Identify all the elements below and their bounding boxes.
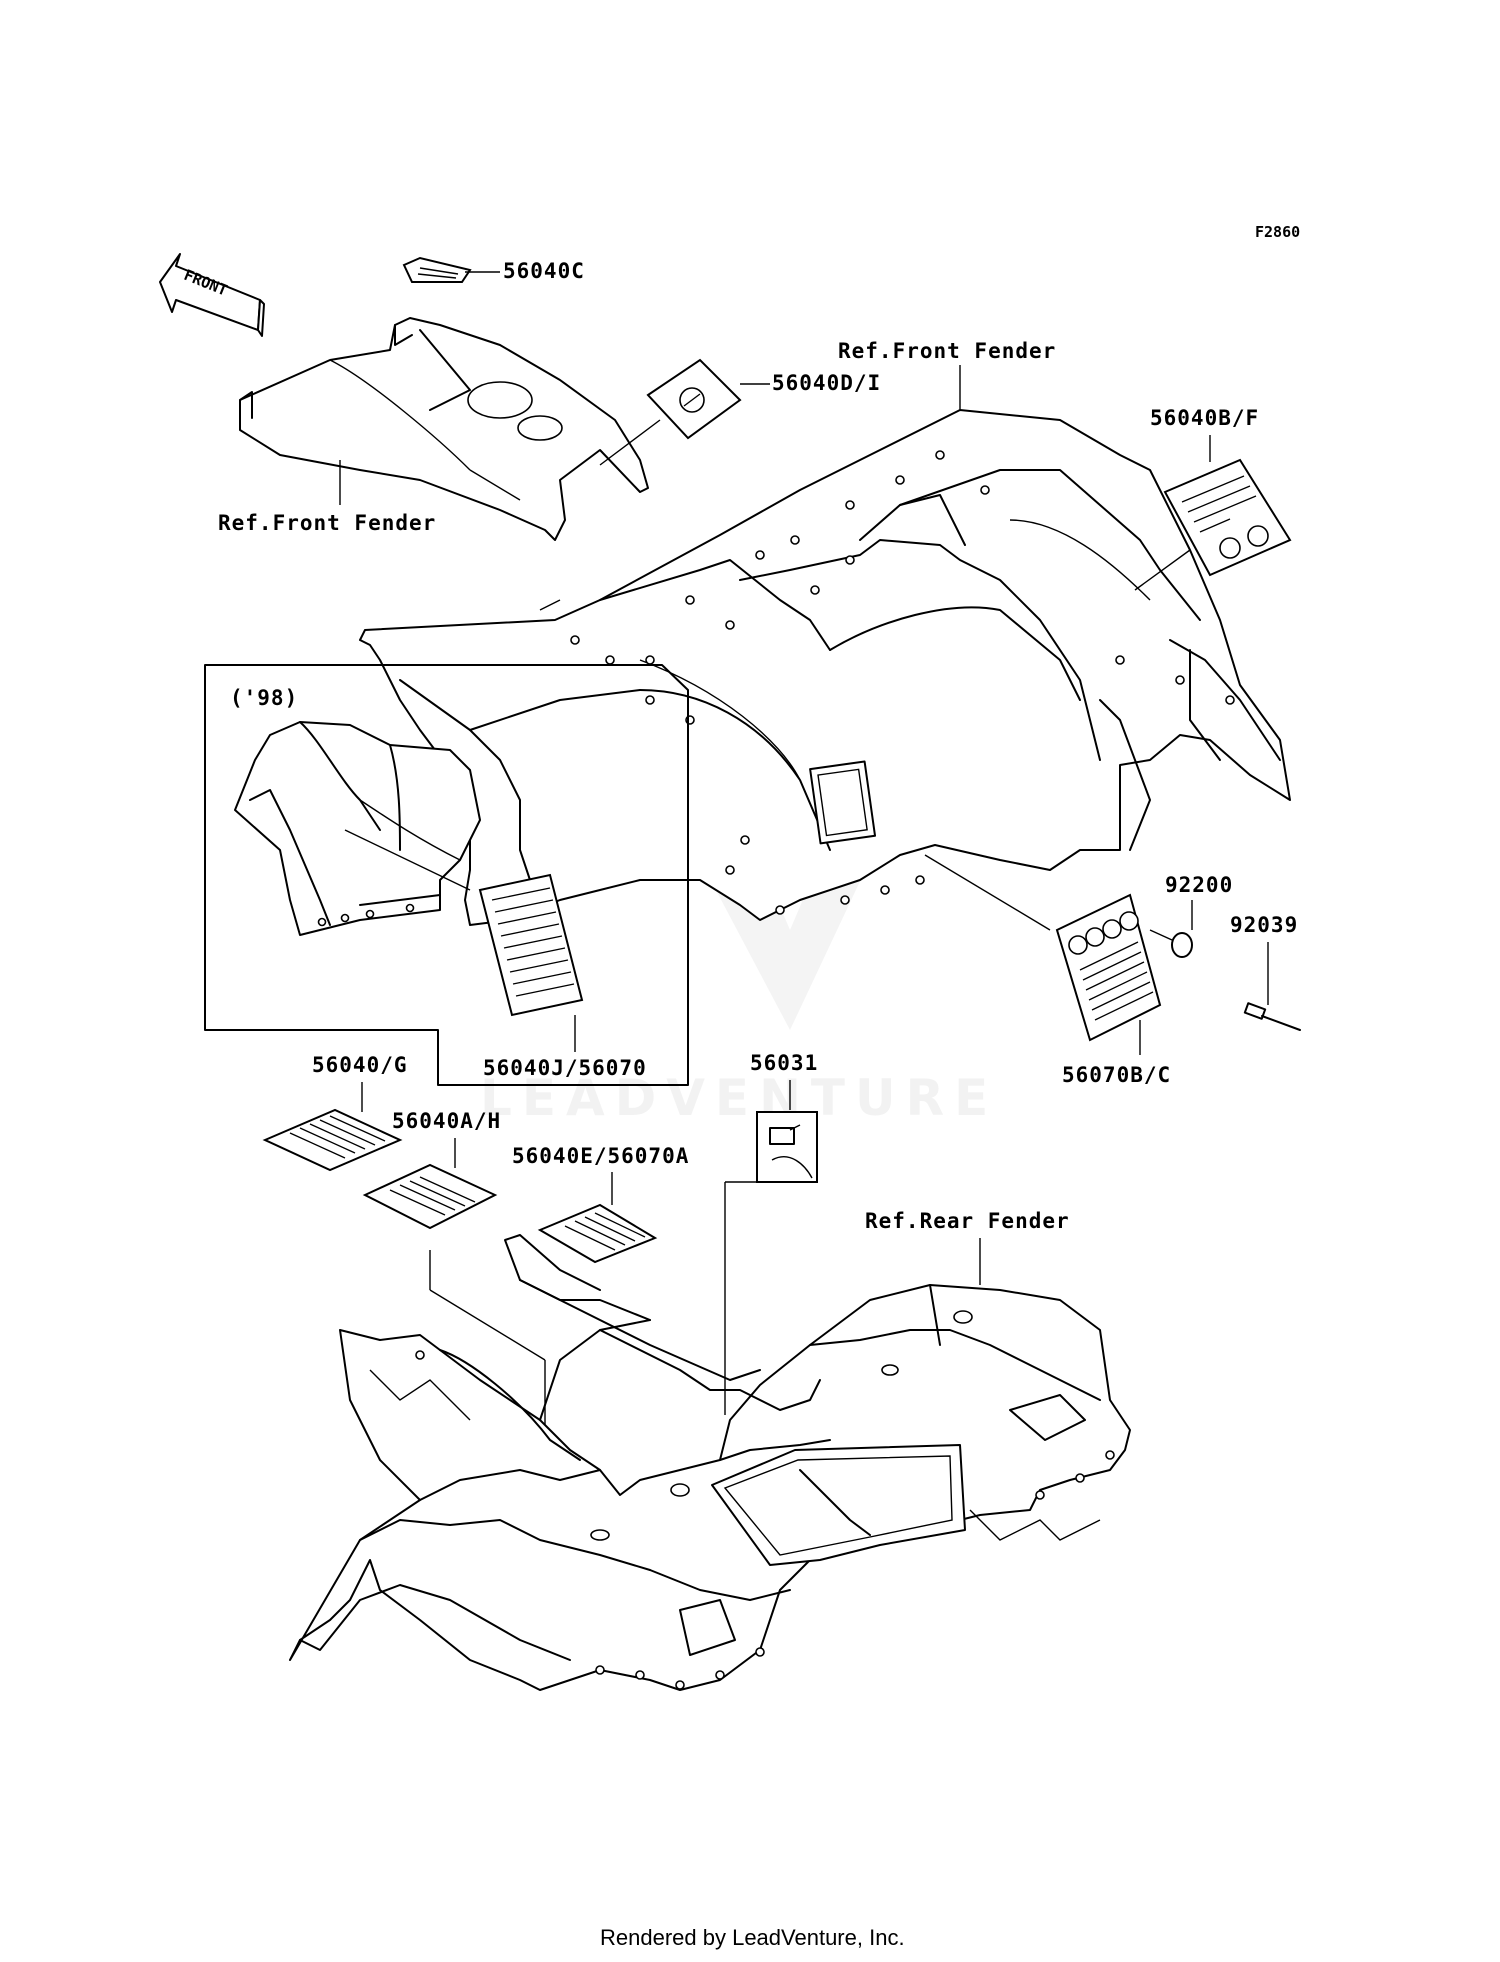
decal-56040D-I <box>646 358 742 440</box>
ref-front-fender-left: Ref.Front Fender <box>218 511 436 535</box>
rear-fender <box>289 1234 1131 1691</box>
decal-56040E-56070A <box>537 1203 658 1264</box>
callout-56040-G: 56040/G <box>312 1053 408 1077</box>
front-fender-mount-holes <box>570 450 1235 915</box>
decal-56040J-56070 <box>478 873 584 1017</box>
callout-56040E-56070A: 56040E/56070A <box>512 1144 689 1168</box>
callout-56040J-56070: 56040J/56070 <box>483 1056 647 1080</box>
decal-56040-G <box>262 1108 403 1172</box>
callout-56040B-F: 56040B/F <box>1150 406 1259 430</box>
decal-56040C <box>402 256 472 283</box>
callout-92039: 92039 <box>1230 913 1298 937</box>
footer-credit: Rendered by LeadVenture, Inc. <box>600 1925 905 1950</box>
callout-56040C: 56040C <box>503 259 585 283</box>
inset-year-note: ('98) <box>230 686 298 710</box>
inset-fender <box>234 721 481 936</box>
front-fender <box>359 409 1291 926</box>
pin-92039 <box>1243 1002 1301 1031</box>
decal-56040B-F <box>1163 458 1292 577</box>
decal-56031 <box>756 1111 818 1183</box>
decal-56040A-H <box>362 1163 498 1230</box>
callout-56040A-H: 56040A/H <box>392 1109 501 1133</box>
callout-56070B-C: 56070B/C <box>1062 1063 1171 1087</box>
callout-92200: 92200 <box>1165 873 1233 897</box>
ref-front-fender-upper: Ref.Front Fender <box>838 339 1056 363</box>
decal-56070B-C <box>1055 893 1162 1042</box>
washer-92200 <box>1171 932 1193 958</box>
front-fender-center-panel <box>239 317 649 541</box>
inset-1998-frame: ('98) 56 <box>204 664 689 1086</box>
callout-56031: 56031 <box>750 1051 818 1075</box>
ref-rear-fender: Ref.Rear Fender <box>865 1209 1070 1233</box>
figure-code: F2860 <box>1255 223 1300 241</box>
front-direction-arrow: FRONT <box>159 253 265 337</box>
watermark-text: LEADVENTURE <box>480 1069 998 1127</box>
callout-56040D-I: 56040D/I <box>772 371 881 395</box>
